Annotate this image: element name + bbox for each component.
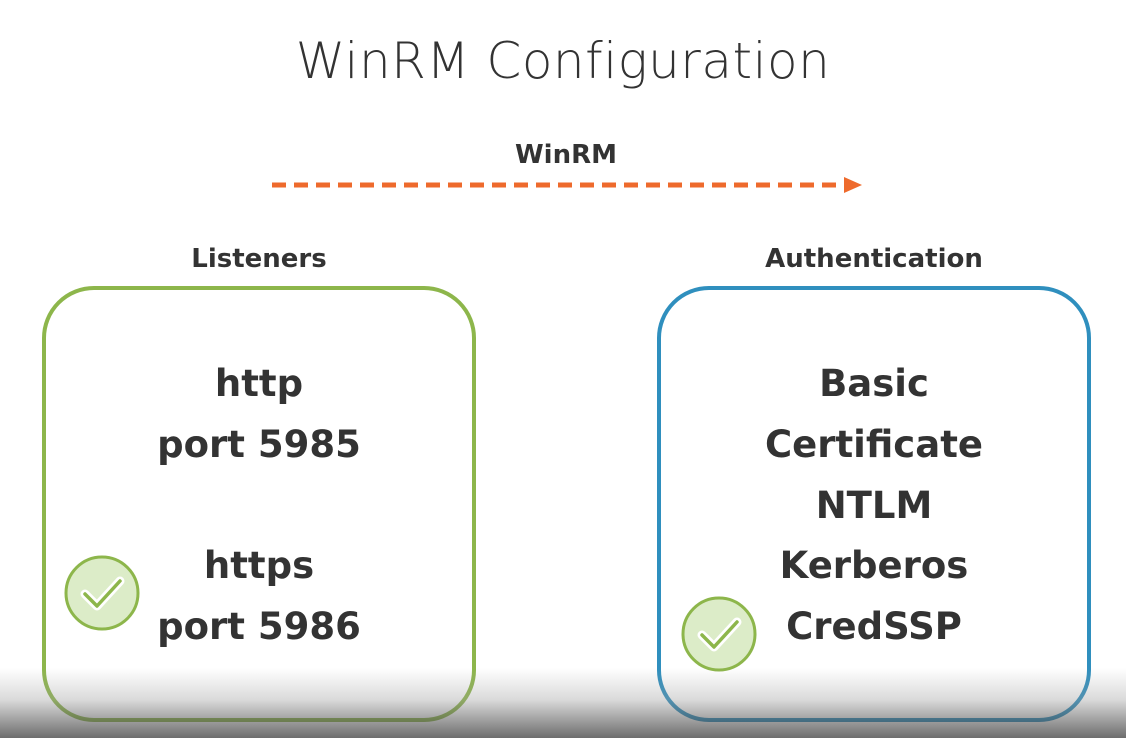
check-circle-icon (681, 596, 757, 672)
listener-https-port: port 5986 (157, 605, 361, 648)
auth-method-basic: Basic (819, 362, 929, 405)
page-title: WinRM Configuration (295, 32, 831, 90)
auth-method-kerberos: Kerberos (779, 544, 969, 587)
auth-method-ntlm: NTLM (815, 484, 933, 527)
listener-http-protocol: http (214, 362, 304, 405)
check-circle-icon (64, 555, 140, 631)
listener-http-port: port 5985 (157, 423, 361, 466)
listeners-box (42, 286, 476, 722)
listener-https-protocol: https (203, 544, 315, 587)
arrow-label: WinRM (515, 140, 617, 170)
dashed-arrow-icon (272, 177, 862, 193)
auth-method-certificate: Certificate (765, 423, 983, 466)
listeners-heading: Listeners (191, 244, 327, 274)
auth-method-credssp: CredSSP (786, 605, 962, 648)
authentication-heading: Authentication (765, 244, 983, 274)
